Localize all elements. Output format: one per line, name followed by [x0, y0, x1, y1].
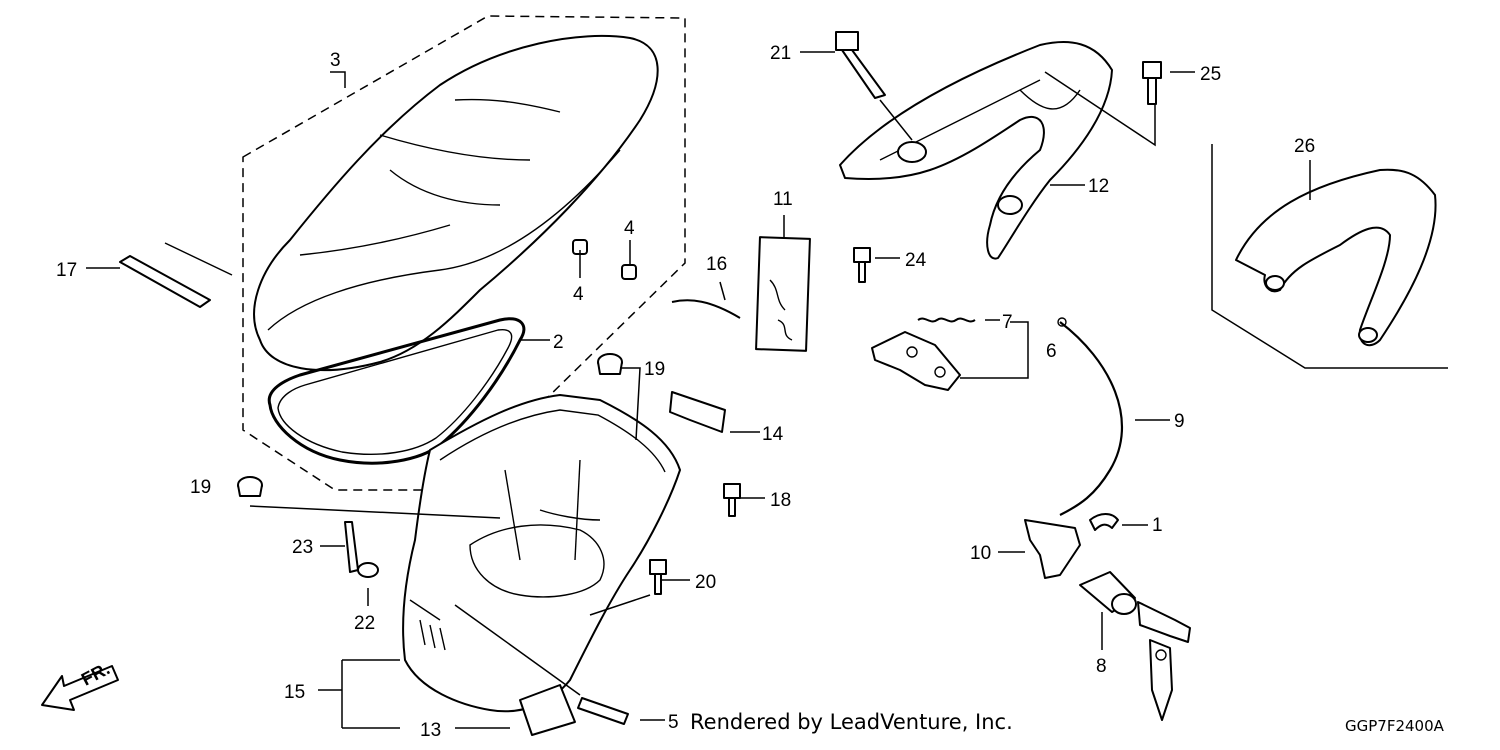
diagram-code: GGP7F2400A	[1345, 717, 1444, 735]
callout-15: 15	[284, 682, 305, 703]
bolt-part-21[interactable]	[835, 31, 886, 99]
luggage-box-part[interactable]	[402, 394, 681, 713]
callout-2: 2	[553, 332, 564, 353]
callout-16: 16	[706, 254, 727, 275]
callout-24: 24	[905, 250, 927, 271]
callout-19b: 19	[190, 477, 211, 498]
grommet-part-19b[interactable]	[237, 476, 263, 497]
washer-part-22[interactable]	[357, 562, 379, 578]
callout-26: 26	[1294, 136, 1315, 157]
seat-lock-part[interactable]	[1079, 571, 1191, 721]
spring-part[interactable]	[917, 317, 976, 323]
bolt-part-18[interactable]	[723, 483, 741, 517]
rear-grip-part[interactable]	[839, 41, 1113, 260]
catch-bracket-part[interactable]	[1024, 519, 1081, 579]
pin-part-5[interactable]	[577, 697, 629, 725]
callout-6: 6	[1046, 341, 1057, 362]
callout-5: 5	[668, 712, 679, 733]
callout-12: 12	[1088, 176, 1109, 197]
callout-18: 18	[770, 490, 791, 511]
grille-part[interactable]	[669, 391, 726, 433]
callout-19a: 19	[644, 359, 665, 380]
pad-part-13[interactable]	[519, 684, 576, 736]
callout-8: 8	[1096, 656, 1107, 677]
bolt-part-24[interactable]	[853, 247, 871, 283]
callout-22: 22	[354, 613, 375, 634]
callout-9: 9	[1174, 411, 1185, 432]
callout-1: 1	[1152, 515, 1163, 536]
bolt-part-20[interactable]	[649, 559, 667, 595]
callout-4b: 4	[573, 284, 584, 305]
optional-grip-outline	[1211, 144, 1448, 369]
leader-lines	[86, 51, 1311, 729]
seat-group-outline	[242, 15, 686, 491]
front-direction-arrow-icon	[41, 665, 119, 711]
clip-part[interactable]	[1089, 513, 1119, 531]
lock-cable-part[interactable]	[1059, 321, 1124, 516]
seat-part[interactable]	[253, 34, 659, 372]
rendered-by-credit: Rendered by LeadVenture, Inc.	[690, 710, 1013, 734]
callout-13: 13	[420, 720, 441, 741]
callout-20: 20	[695, 572, 716, 593]
callout-10: 10	[970, 543, 991, 564]
callout-labels: 1 2 3 4 4 5 6 7 8 9 10 11 12 13 14 15 16…	[56, 43, 1315, 741]
callout-11: 11	[773, 189, 793, 210]
callout-7: 7	[1002, 312, 1013, 333]
optional-grip-part[interactable]	[1235, 168, 1437, 347]
grommet-part-19a[interactable]	[597, 353, 623, 375]
wire-part[interactable]	[671, 299, 741, 319]
seat-seal-part[interactable]	[267, 317, 526, 465]
pin-part-23[interactable]	[344, 521, 359, 573]
callout-3: 3	[330, 50, 341, 71]
label-part[interactable]	[755, 236, 811, 352]
callout-25: 25	[1200, 64, 1221, 85]
rubber-cushion-part[interactable]	[572, 239, 637, 280]
seat-catch-part[interactable]	[871, 331, 961, 391]
callout-21: 21	[770, 43, 791, 64]
bolt-part-25[interactable]	[1142, 61, 1162, 105]
callout-4a: 4	[624, 218, 635, 239]
hinge-plate-part[interactable]	[119, 242, 233, 308]
callout-14: 14	[762, 424, 784, 445]
callout-17: 17	[56, 260, 77, 281]
callout-23: 23	[292, 537, 313, 558]
